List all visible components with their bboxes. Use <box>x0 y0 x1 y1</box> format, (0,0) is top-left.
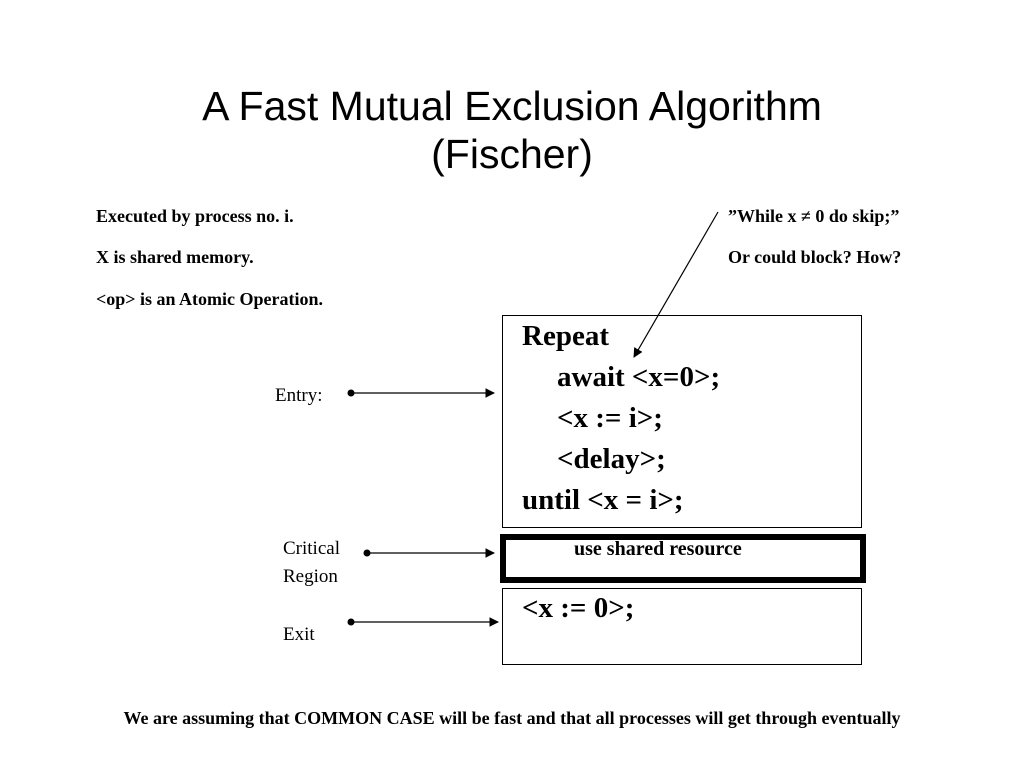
exit-arrow <box>347 617 499 627</box>
critical-region-box <box>500 534 866 583</box>
note-while-skip: ”While x ≠ 0 do skip;” <box>728 206 900 226</box>
code-repeat: Repeat <box>522 320 609 352</box>
note-shared-memory: X is shared memory. <box>96 247 254 267</box>
title-line-1: A Fast Mutual Exclusion Algorithm <box>202 83 822 129</box>
label-critical: Critical <box>283 538 340 559</box>
while-skip-arrow <box>633 211 719 358</box>
critical-code: use shared resource <box>574 538 742 560</box>
entry-code-box <box>502 315 862 528</box>
slide-title: A Fast Mutual Exclusion Algorithm (Fisch… <box>0 82 1024 178</box>
label-region: Region <box>283 566 338 587</box>
label-critical-region: Critical Region <box>283 535 340 591</box>
code-await: await <x=0>; <box>557 361 721 393</box>
note-atomic-operation: <op> is an Atomic Operation. <box>96 289 324 309</box>
exit-code: <x := 0>; <box>522 592 635 624</box>
note-could-block: Or could block? How? <box>728 247 902 267</box>
code-until: until <x = i>; <box>522 484 684 516</box>
entry-arrow <box>347 388 495 398</box>
label-entry: Entry: <box>275 385 323 406</box>
code-assign: <x := i>; <box>557 402 663 434</box>
exit-code-box <box>502 588 862 665</box>
label-exit: Exit <box>283 624 315 645</box>
critical-arrow <box>363 548 495 558</box>
note-executed-by: Executed by process no. i. <box>96 206 294 226</box>
entry-code: Repeat await <x=0>; <x := i>; <delay>; u… <box>522 316 720 521</box>
code-delay: <delay>; <box>557 443 666 475</box>
footer-note: We are assuming that COMMON CASE will be… <box>123 708 901 728</box>
title-line-2: (Fischer) <box>431 131 593 177</box>
